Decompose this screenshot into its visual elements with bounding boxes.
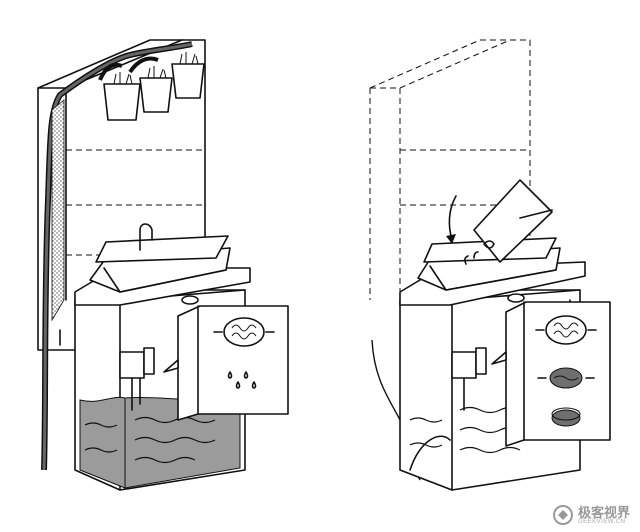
watermark-title: 极客视界 [577, 504, 630, 520]
watermark-subtitle: GEEKVIEW.CN [577, 518, 626, 525]
right-callout [491, 301, 611, 447]
left-unit [37, 39, 289, 491]
pellet-icon [551, 407, 581, 427]
sponge-icon [213, 317, 275, 347]
watermark: 极客视界 GEEKVIEW.CN [552, 504, 630, 526]
watermark-logo-icon [552, 505, 573, 525]
left-plant-pots [103, 52, 205, 121]
right-unit [369, 39, 611, 491]
sponge-icon [535, 315, 597, 345]
compressed-disc-icon [537, 367, 595, 389]
left-sink-counter [74, 223, 251, 306]
left-fabric-lining [51, 99, 65, 322]
water-drops-icon [227, 371, 257, 389]
right-cabinet-frame [369, 39, 531, 300]
cutting-board [446, 179, 553, 263]
left-callout [163, 305, 289, 421]
